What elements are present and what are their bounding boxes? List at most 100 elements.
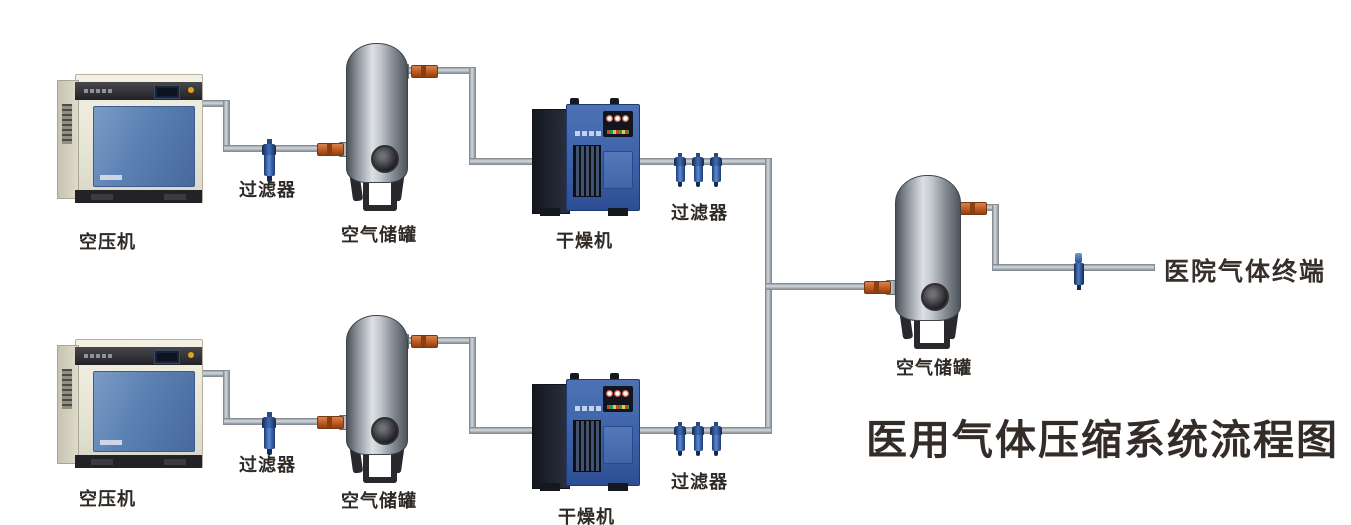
compressor-vent-grille	[62, 104, 72, 144]
compressor-display	[154, 85, 180, 99]
dryer-side-panel	[532, 109, 570, 214]
filter-body	[693, 435, 703, 451]
filter-body	[693, 166, 703, 182]
filter-stem	[714, 153, 718, 157]
compressor-door-panel	[93, 106, 195, 187]
filter-drain	[266, 449, 272, 455]
gauge-icon	[606, 390, 613, 397]
valve-orange-icon	[864, 281, 891, 294]
gauge-icon	[622, 390, 629, 397]
filter-stem	[678, 422, 682, 426]
filter-drain	[678, 451, 682, 456]
dryer-top-cap	[570, 373, 579, 382]
dryer-logo-mark	[575, 406, 601, 411]
label-dryer-1: 干燥机	[556, 231, 613, 251]
filter-cap	[674, 157, 686, 166]
valve-drain	[1076, 285, 1081, 290]
filter-cap	[262, 417, 276, 428]
filter-bank-2-unit	[674, 422, 686, 456]
compressor-indicator-light	[188, 352, 194, 358]
label-filter-1: 过滤器	[239, 180, 296, 200]
compressor-vent-grille	[62, 369, 72, 409]
inline-filter-1	[262, 139, 276, 182]
filter-bank-2-unit	[710, 422, 722, 456]
pipe-segment	[469, 427, 534, 434]
filter-bank-1-unit	[674, 153, 686, 187]
pipe-segment	[469, 337, 476, 434]
label-compressor-2: 空压机	[79, 489, 136, 509]
label-dryer-2: 干燥机	[558, 507, 615, 525]
dryer-grille	[573, 420, 601, 472]
pipe-segment	[636, 158, 772, 165]
air-tank-2	[346, 315, 408, 483]
dryer-front-panel	[566, 104, 640, 211]
valve-orange-icon	[411, 65, 438, 78]
filter-stem	[696, 422, 700, 426]
dryer-indicator-strip	[607, 130, 629, 134]
dryer-foot	[608, 483, 628, 491]
valve-orange-icon	[317, 416, 344, 429]
filter-cap	[710, 157, 722, 166]
valve-orange-icon	[317, 143, 344, 156]
tank-stand	[363, 169, 397, 211]
filter-stem	[678, 153, 682, 157]
dryer-top-cap	[570, 98, 579, 107]
pipe-segment	[469, 158, 534, 165]
compressor-door-panel	[93, 371, 195, 452]
compressor-base	[75, 190, 202, 203]
filter-body	[263, 155, 275, 176]
filter-drain	[678, 182, 682, 187]
filter-stem	[266, 412, 272, 417]
pipe-junction-riser	[765, 158, 772, 434]
pipe-segment	[636, 427, 772, 434]
compressor-logo-mark	[84, 89, 112, 93]
dryer-foot	[540, 208, 560, 216]
valve-orange-icon	[960, 202, 987, 215]
tank-port	[371, 417, 399, 445]
main-air-tank	[895, 175, 963, 349]
label-filter-bank-1: 过滤器	[671, 203, 728, 223]
dryer-gauge-panel	[603, 111, 633, 137]
dryer-foot	[608, 208, 628, 216]
pipe-segment	[223, 370, 230, 425]
filter-body	[675, 435, 685, 451]
filter-bank-1-unit	[692, 153, 704, 187]
filter-drain	[266, 176, 272, 182]
inline-filter-2	[262, 412, 276, 455]
filter-body	[675, 166, 685, 182]
pipe-segment	[992, 204, 999, 271]
valve-handle	[1075, 253, 1082, 263]
dryer-top-cap	[610, 98, 619, 107]
filter-stem	[696, 153, 700, 157]
compressor-top-band	[75, 82, 202, 100]
tank-port	[921, 283, 949, 311]
tank-port	[371, 145, 399, 173]
gauge-icon	[614, 390, 621, 397]
dryer-foot	[540, 483, 560, 491]
air-tank-1	[346, 43, 408, 211]
compressor-top-band	[75, 347, 202, 365]
filter-cap	[262, 144, 276, 155]
filter-body	[263, 428, 275, 449]
filter-drain	[714, 451, 718, 456]
dryer-grille	[573, 145, 601, 197]
valve-body	[1073, 263, 1084, 285]
dryer-gauge-panel	[603, 386, 633, 412]
compressor-base	[75, 455, 202, 468]
compressor-display	[154, 350, 180, 364]
filter-body	[711, 435, 721, 451]
filter-bank-2-unit	[692, 422, 704, 456]
filter-drain	[714, 182, 718, 187]
tank-stand	[914, 307, 950, 349]
compressor-badge	[100, 440, 122, 445]
filter-bank-1-unit	[710, 153, 722, 187]
filter-cap	[674, 426, 686, 435]
dryer-indicator-strip	[607, 405, 629, 409]
label-main-tank: 空气储罐	[896, 358, 972, 378]
dryer-1	[532, 98, 640, 216]
filter-drain	[696, 182, 700, 187]
compressor-indicator-light	[188, 87, 194, 93]
terminal-label: 医院气体终端	[1164, 258, 1327, 286]
pipe-segment	[469, 67, 476, 164]
label-compressor-1: 空压机	[79, 232, 136, 252]
